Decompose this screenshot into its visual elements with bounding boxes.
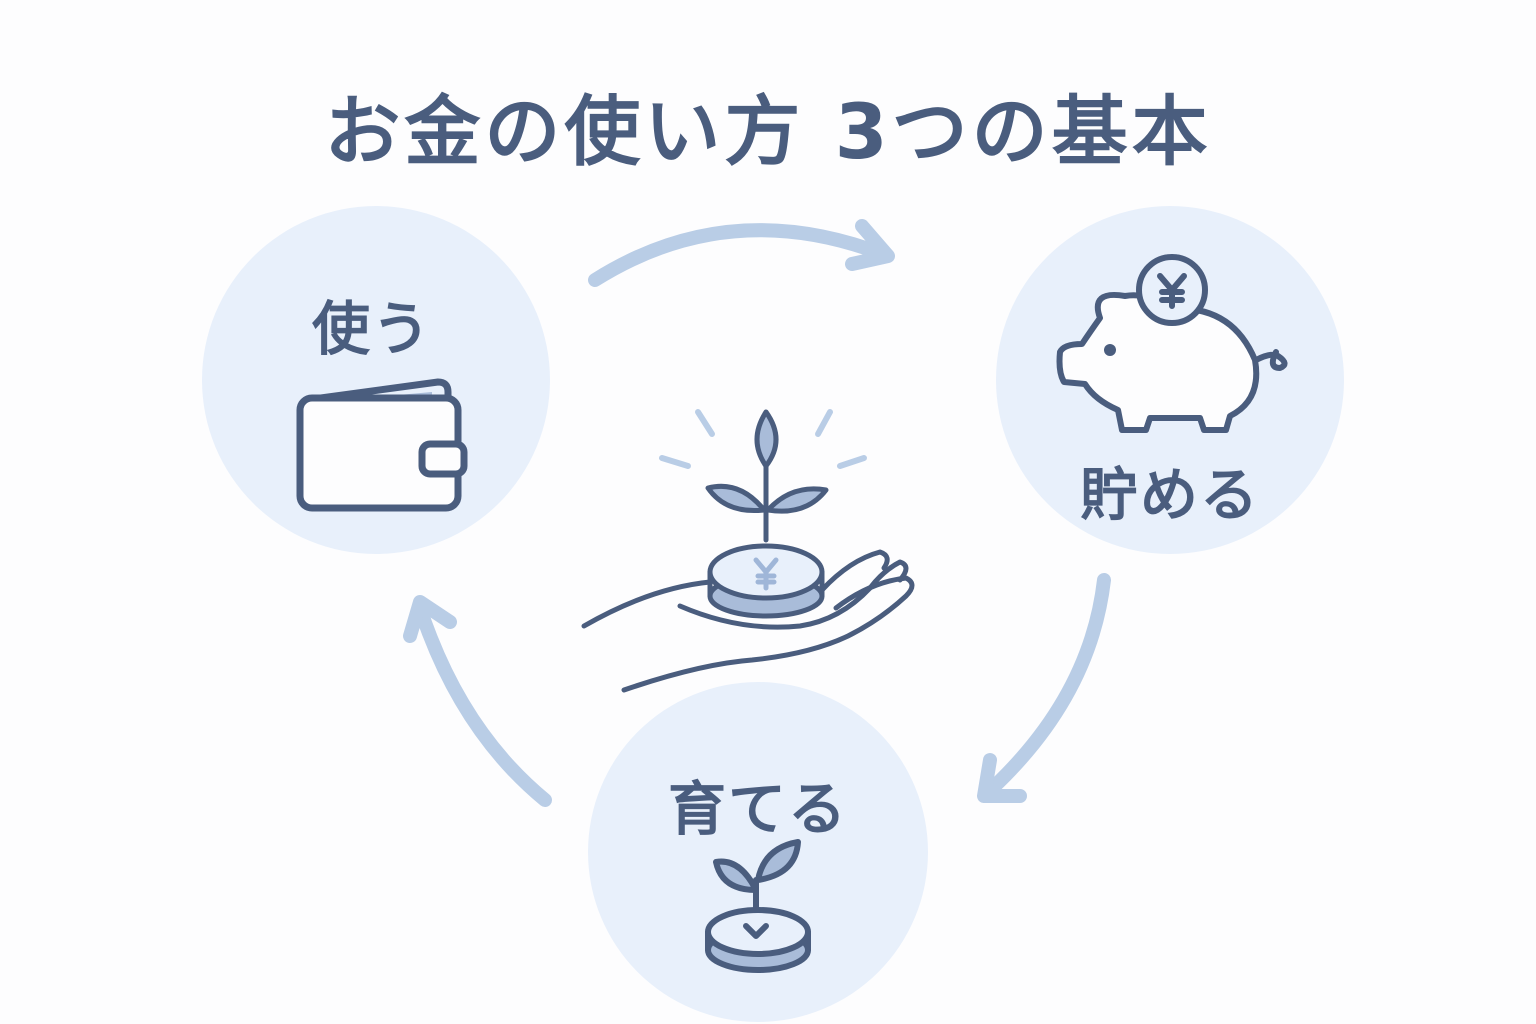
step-label-use: 使う (312, 295, 433, 363)
arrow-grow-to-use (403, 595, 552, 807)
sprout-coin-icon (705, 839, 811, 973)
piggy-bank-icon (1056, 254, 1288, 433)
arrow-use-to-save (588, 219, 895, 287)
wallet-icon (296, 378, 468, 512)
step-label-grow: 育てる (668, 775, 849, 843)
step-label-save: 貯める (1080, 461, 1261, 529)
hand-holding-coin-sprout-icon (581, 409, 915, 693)
diagram-title: お金の使い方 3つの基本 (324, 87, 1212, 176)
grow-circle (588, 682, 928, 1022)
arrow-save-to-grow (977, 573, 1111, 803)
